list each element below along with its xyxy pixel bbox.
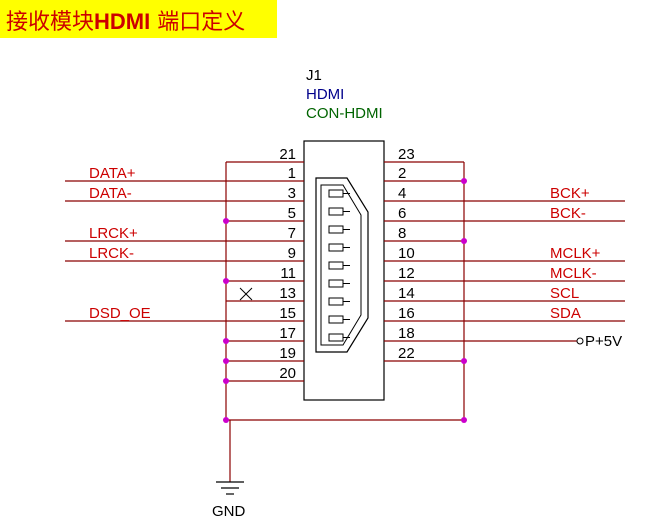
signal-label: LRCK+: [89, 225, 138, 242]
junction-dot: [223, 358, 229, 364]
contact-pad: [328, 189, 344, 198]
signal-label: DSD_OE: [89, 305, 151, 322]
pin-number: 14: [398, 285, 415, 302]
signal-label: LRCK-: [89, 245, 134, 262]
junction-dot: [223, 338, 229, 344]
junction-dot: [461, 358, 467, 364]
contact-pad: [328, 243, 344, 252]
contact-pad: [328, 297, 344, 306]
junction-dot: [223, 278, 229, 284]
right-pin-numbers: 23 2 4 6 8 10 12 14 16 18 22: [398, 146, 415, 362]
pin-number: 22: [398, 345, 415, 362]
pin-number: 7: [288, 225, 296, 242]
pin-number: 1: [288, 165, 296, 182]
contact-pad: [328, 207, 344, 216]
pin-number: 4: [398, 185, 406, 202]
hdmi-contacts: [328, 189, 350, 342]
signal-label: BCK-: [550, 205, 586, 222]
pin-number: 6: [398, 205, 406, 222]
junction-dot: [223, 378, 229, 384]
component-name: HDMI: [306, 86, 344, 103]
signal-label: MCLK+: [550, 245, 601, 262]
pin-number: 19: [279, 345, 296, 362]
wires: [65, 161, 625, 482]
pin-number: 18: [398, 325, 415, 342]
contact-pad: [328, 261, 344, 270]
junction-dot: [461, 417, 467, 423]
pin-number: 2: [398, 165, 406, 182]
pin-number: 20: [279, 365, 296, 382]
connector-body: [303, 140, 385, 401]
power-label: P+5V: [585, 333, 622, 350]
pin-number: 8: [398, 225, 406, 242]
junction-dot: [461, 238, 467, 244]
pin-number: 9: [288, 245, 296, 262]
pin-number: 17: [279, 325, 296, 342]
signal-label: BCK+: [550, 185, 590, 202]
hdmi-outline-inner: [320, 184, 362, 346]
no-connect-mark: [239, 287, 253, 301]
ground-label: GND: [212, 503, 246, 520]
signal-label: DATA-: [89, 185, 132, 202]
junction-dot: [461, 178, 467, 184]
signal-label: SCL: [550, 285, 579, 302]
signal-label: DATA+: [89, 165, 136, 182]
pin-number: 16: [398, 305, 415, 322]
page-title: 接收模块HDMI 端口定义: [6, 9, 246, 35]
signal-label: SDA: [550, 305, 581, 322]
pin-number: 12: [398, 265, 415, 282]
signal-label: MCLK-: [550, 265, 597, 282]
pin-number: 15: [279, 305, 296, 322]
pin-number: 23: [398, 146, 415, 163]
contact-pad: [328, 315, 344, 324]
power-terminal: [576, 337, 584, 345]
left-signal-labels: DATA+ DATA- LRCK+ LRCK- DSD_OE: [89, 165, 151, 322]
contact-pad: [328, 333, 344, 342]
pin-number: 13: [279, 285, 296, 302]
junction-dot: [223, 218, 229, 224]
title-banner: 接收模块HDMI 端口定义: [0, 0, 277, 38]
ground-symbol: [216, 481, 244, 495]
component-part: CON-HDMI: [306, 105, 383, 122]
pin-number: 11: [280, 265, 296, 282]
pin-number: 10: [398, 245, 415, 262]
junction-dot: [223, 417, 229, 423]
junctions: [223, 178, 467, 423]
contact-pad: [328, 279, 344, 288]
contact-pad: [328, 225, 344, 234]
hdmi-outline-outer: [315, 177, 369, 353]
pin-number: 21: [279, 146, 296, 163]
pin-number: 3: [288, 185, 296, 202]
pin-number: 5: [288, 205, 296, 222]
component-ref: J1: [306, 67, 322, 84]
